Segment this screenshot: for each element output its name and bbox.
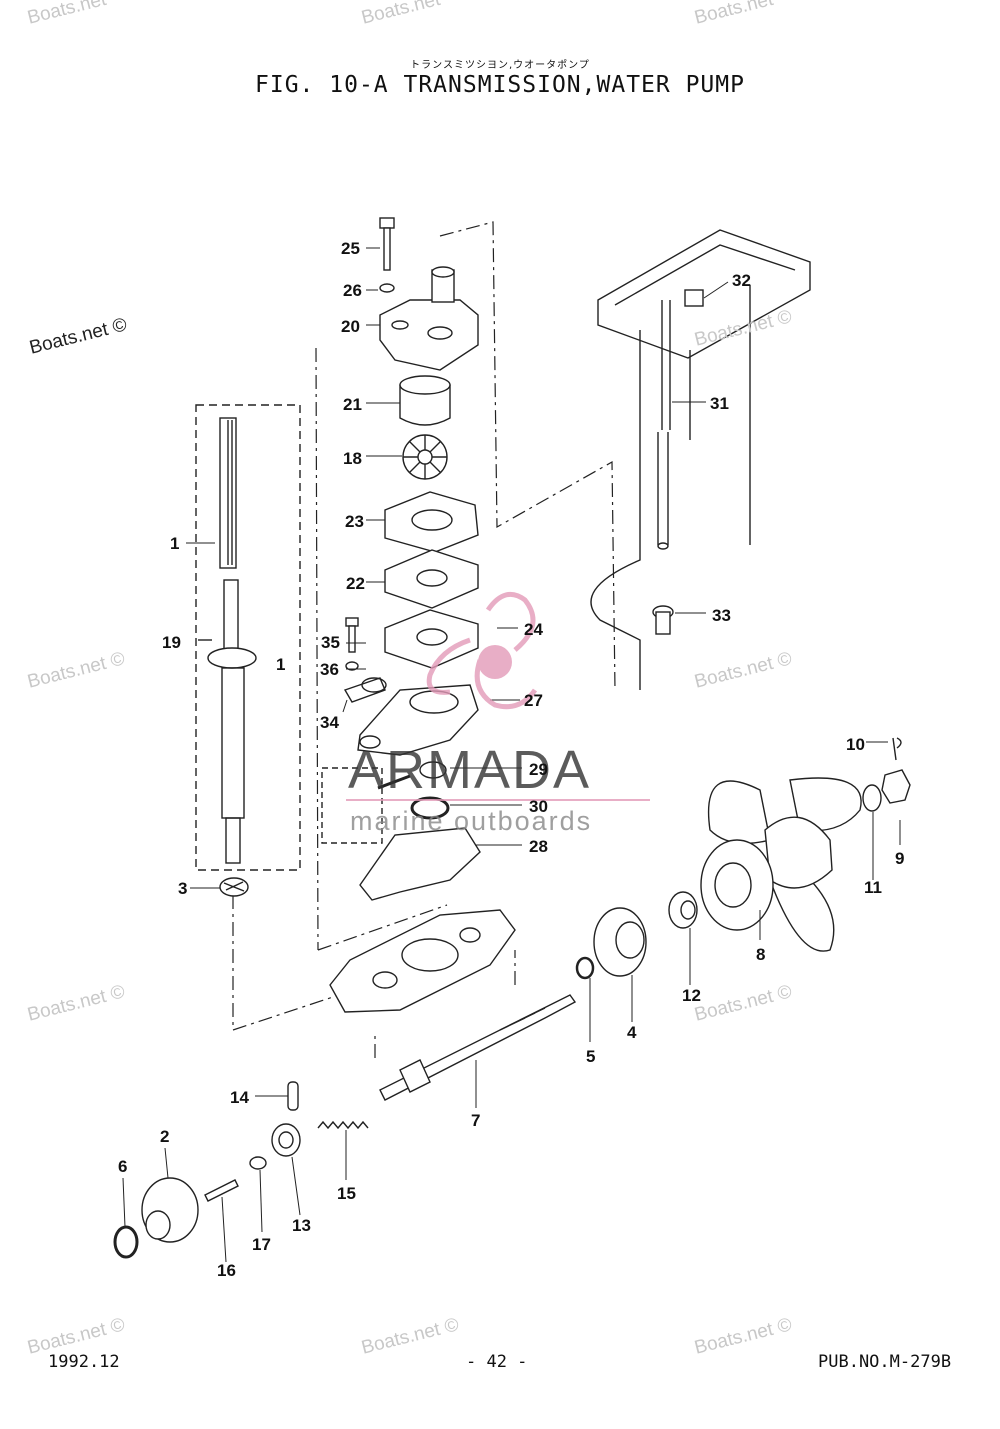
callout-13: 13 <box>292 1216 311 1235</box>
callout-22: 22 <box>346 574 365 593</box>
callout-29: 29 <box>529 760 548 779</box>
callout-1-lower: 1 <box>276 655 285 674</box>
callout-18: 18 <box>343 449 362 468</box>
callout-17: 17 <box>252 1235 271 1254</box>
footer-date: 1992.12 <box>48 1352 120 1372</box>
page-number: - 42 - <box>466 1352 528 1372</box>
small-bolt <box>345 617 359 627</box>
callout-20: 20 <box>341 317 360 336</box>
callout-9: 9 <box>895 849 904 868</box>
forward-gear <box>593 907 647 977</box>
o-ring <box>410 796 450 820</box>
cotter-pin <box>892 737 902 761</box>
outer-plate <box>384 549 479 609</box>
figure-title: FIG. 10-A TRANSMISSION,WATER PUMP <box>255 72 745 98</box>
plunger <box>204 1179 239 1202</box>
gearcase-plate <box>329 909 516 1013</box>
grommet-33 <box>652 605 674 635</box>
callout-8: 8 <box>756 945 765 964</box>
callout-19: 19 <box>162 633 181 652</box>
callout-11: 11 <box>864 878 882 897</box>
water-tube <box>657 300 671 550</box>
callout-36: 36 <box>320 660 339 679</box>
washer <box>379 283 395 293</box>
callout-7: 7 <box>471 1111 480 1130</box>
callout-28: 28 <box>529 837 548 856</box>
clutch-dog <box>271 1123 301 1157</box>
callout-27: 27 <box>524 691 543 710</box>
propeller-shaft <box>379 994 577 1101</box>
callout-labels: 1 1 2 3 4 5 6 7 8 9 10 11 12 13 14 15 16… <box>118 239 904 1280</box>
gasket-upper <box>384 491 479 553</box>
lower-gasket <box>359 827 481 901</box>
washer-5 <box>575 956 595 980</box>
callout-1: 1 <box>170 534 179 553</box>
callout-30: 30 <box>529 797 548 816</box>
oil-seal <box>419 761 447 779</box>
pump-case <box>379 266 479 371</box>
driveshaft-group-box <box>195 404 301 871</box>
prop-washer <box>862 784 882 812</box>
propeller <box>700 777 862 952</box>
impeller <box>402 434 448 480</box>
callout-2: 2 <box>160 1127 169 1146</box>
publication-number: PUB.NO.M-279B <box>818 1352 952 1372</box>
callout-35: 35 <box>321 633 340 652</box>
prop-nut <box>881 769 911 804</box>
callout-15: 15 <box>337 1184 356 1203</box>
callout-34: 34 <box>320 713 339 732</box>
callout-6: 6 <box>118 1157 127 1176</box>
callout-21: 21 <box>343 395 362 414</box>
callout-3: 3 <box>178 879 187 898</box>
callout-14: 14 <box>230 1088 249 1107</box>
gasket-lower <box>384 609 479 669</box>
japanese-subtitle: トランスミツシヨン,ウオータポンプ <box>410 60 590 71</box>
callout-16: 16 <box>217 1261 236 1280</box>
pinion-gear <box>219 877 249 897</box>
bolt <box>379 217 395 271</box>
callout-32: 32 <box>732 271 751 290</box>
callout-5: 5 <box>586 1047 595 1066</box>
thrust-hub <box>668 891 698 929</box>
callout-12: 12 <box>682 986 701 1005</box>
pump-housing <box>357 684 479 756</box>
callout-25: 25 <box>341 239 360 258</box>
small-washer <box>345 661 359 671</box>
spring <box>317 1120 369 1130</box>
armada-tagline: marine outboards <box>350 806 592 836</box>
upper-casing <box>590 229 811 690</box>
callout-10: 10 <box>846 735 865 754</box>
callout-24: 24 <box>524 620 543 639</box>
callout-31: 31 <box>710 394 729 413</box>
callout-23: 23 <box>345 512 364 531</box>
bushing <box>249 1156 267 1170</box>
callout-33: 33 <box>712 606 731 625</box>
shim <box>113 1225 139 1259</box>
clutch-group-box <box>321 767 383 844</box>
drive-shaft <box>207 417 257 864</box>
insert-cartridge <box>399 375 451 426</box>
reverse-gear <box>141 1177 199 1243</box>
armada-logo: ARMADA marine outboards <box>346 591 650 836</box>
leader-lines <box>122 247 901 1263</box>
grommet-32 <box>684 289 704 307</box>
armada-wordmark: ARMADA <box>348 740 591 800</box>
cross-pin <box>287 1081 299 1111</box>
callout-26: 26 <box>343 281 362 300</box>
callout-4: 4 <box>627 1023 637 1042</box>
